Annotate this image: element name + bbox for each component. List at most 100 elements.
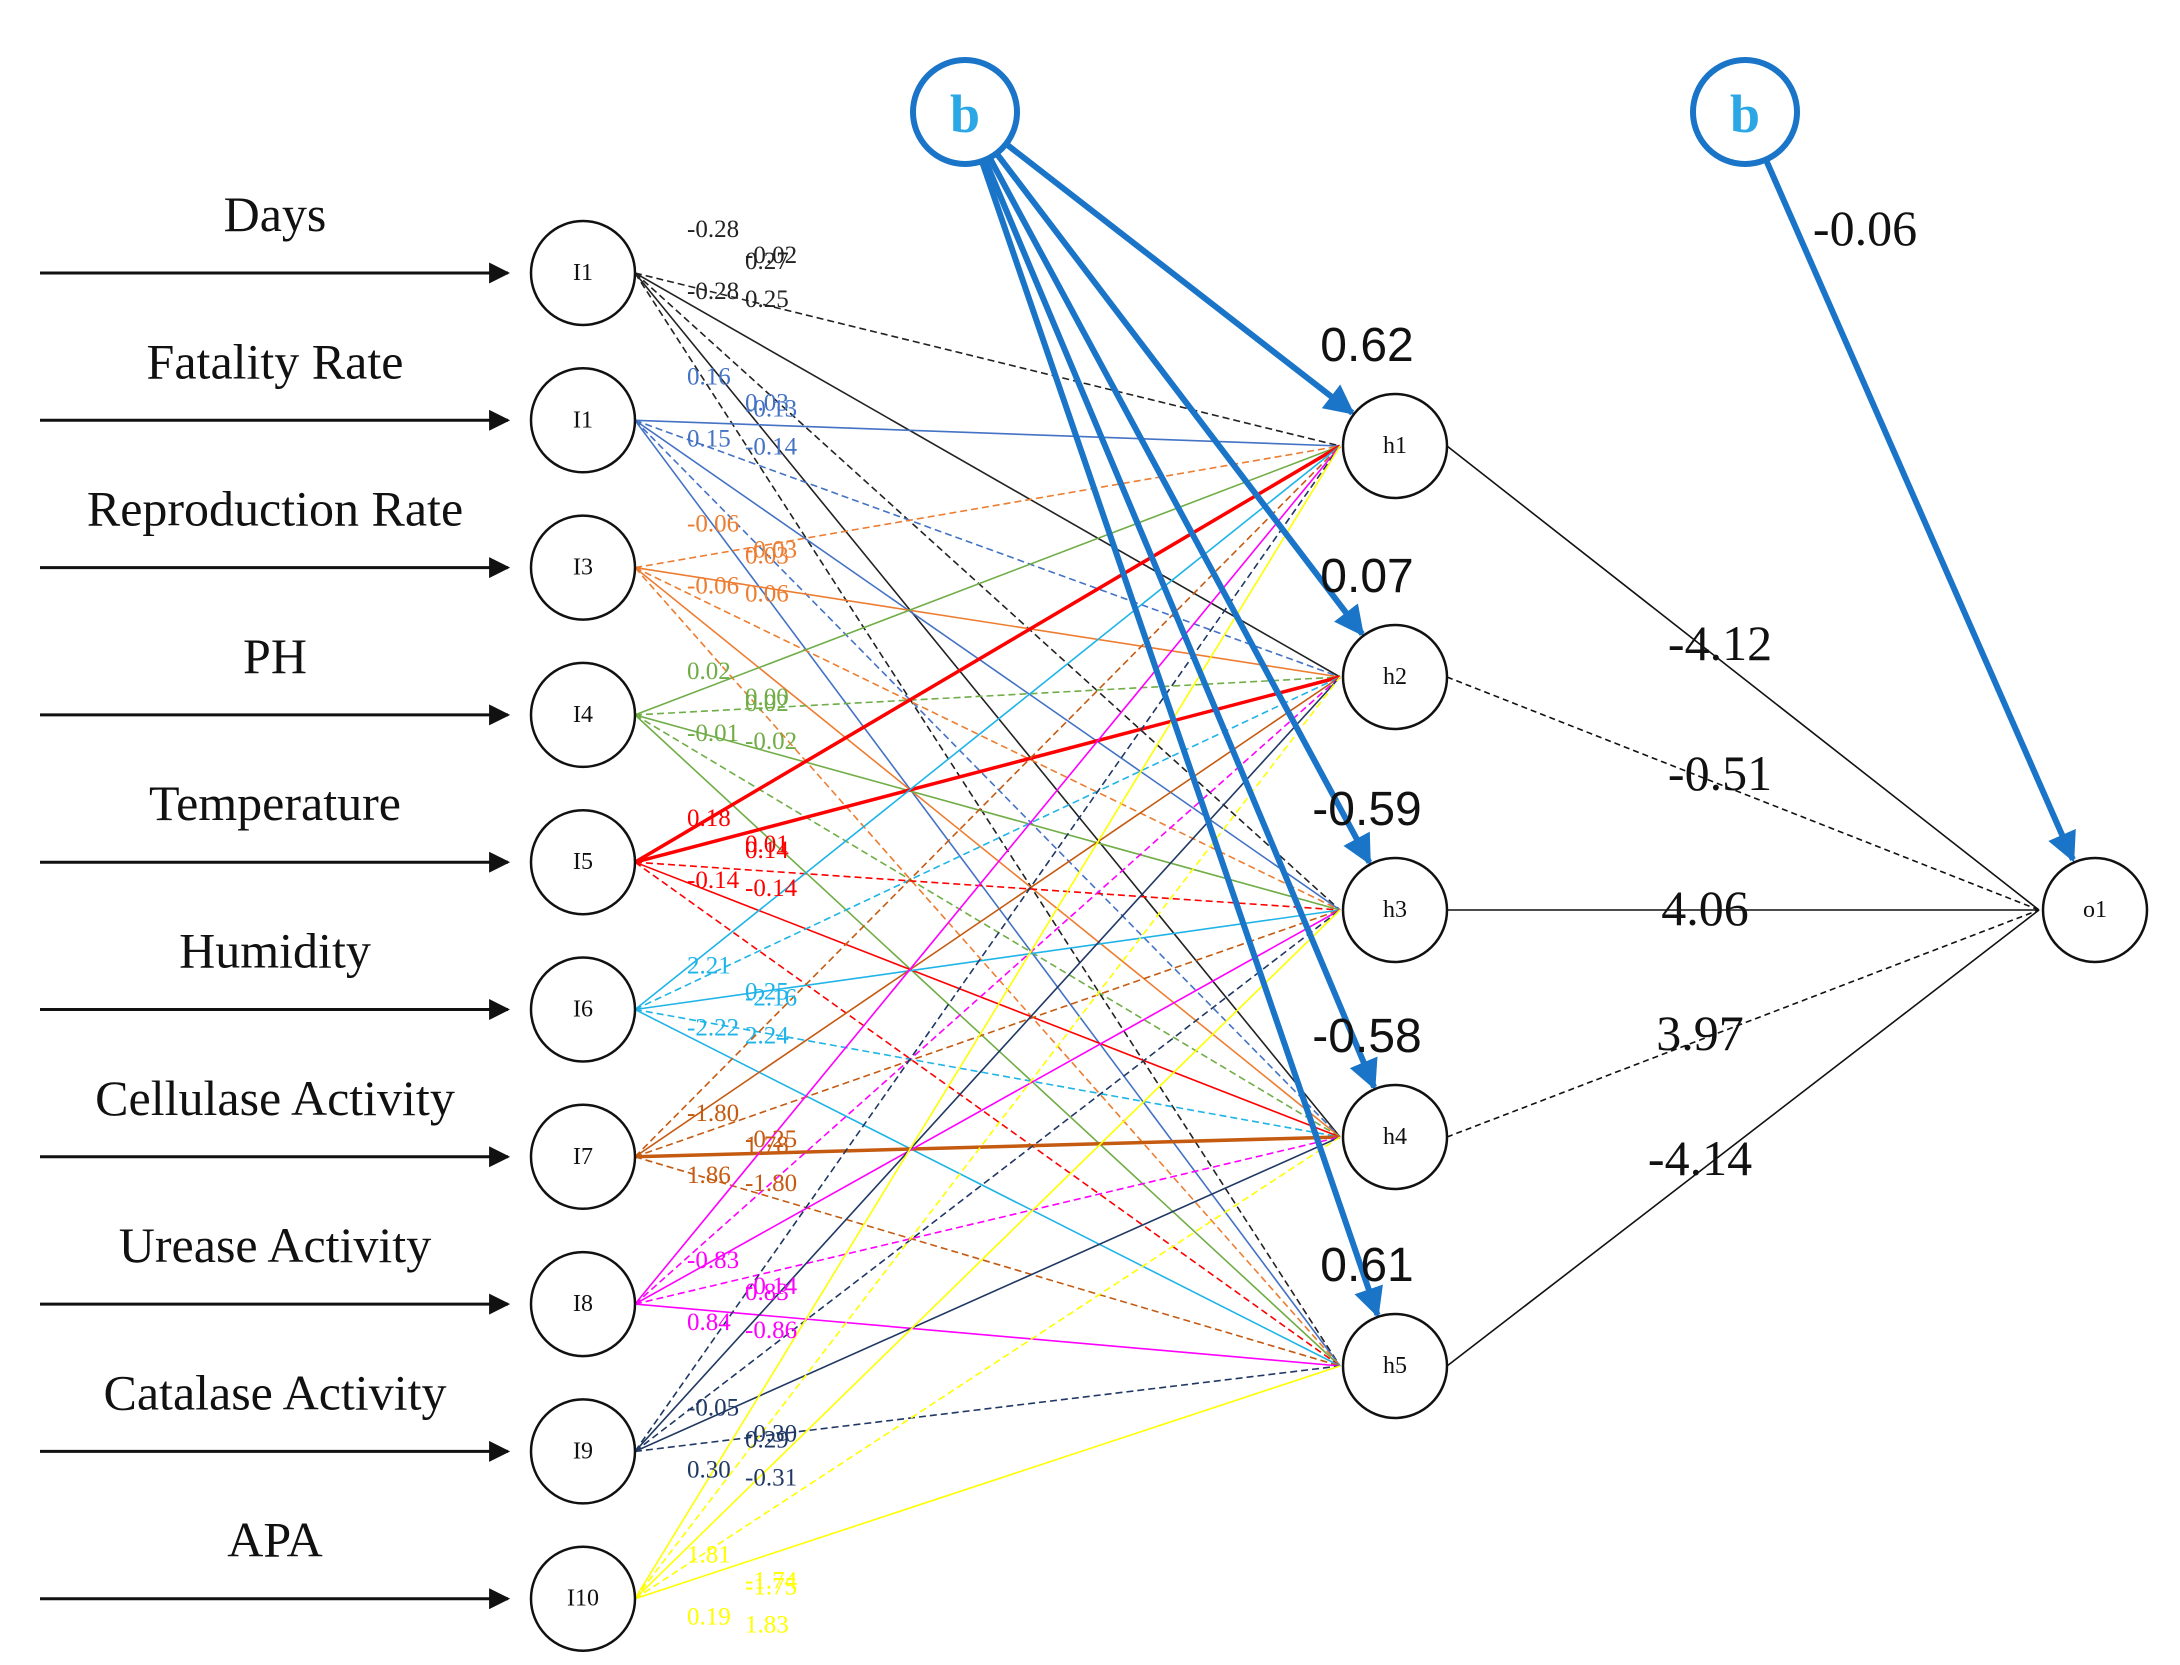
weight-label: -0.14: [687, 867, 740, 894]
edge-input-5-hidden-2: [634, 675, 1341, 864]
edge-input-1-hidden-1: [634, 272, 1341, 447]
weight-label: -0.30: [745, 1420, 797, 1447]
hidden-node-3: [1341, 856, 1449, 964]
edge-input-9-hidden-5: [634, 1365, 1341, 1453]
edge-input-9-hidden-3: [634, 909, 1341, 1453]
output-bias-value: -0.06: [1813, 200, 1917, 256]
edge-input-1-hidden-4: [634, 272, 1341, 1138]
output-weight-label: -4.12: [1668, 615, 1772, 671]
input-arrows: [40, 262, 511, 1610]
edge-input-10-hidden-1: [634, 445, 1341, 1600]
weight-label: -0.31: [745, 1464, 797, 1491]
edge-input-4-hidden-4: [634, 714, 1341, 1138]
edge-input-9-hidden-4: [634, 1136, 1341, 1453]
edge-bias-output: [1763, 158, 2076, 863]
weight-label: 0.27: [745, 248, 789, 275]
edge-input-3-hidden-1: [634, 445, 1341, 569]
edge-input-2-hidden-5: [634, 419, 1341, 1367]
edge-input-1-hidden-5: [634, 272, 1341, 1367]
weight-label: 2.24: [745, 1023, 789, 1050]
edge-input-3-hidden-4: [634, 566, 1341, 1138]
weight-label: -0.28: [687, 278, 739, 305]
hidden-node-5: [1341, 1312, 1449, 1420]
weight-labels: -0.28-0.02-0.280.270.250.160.030.15-0.13…: [687, 216, 798, 1639]
input-node-6: [529, 956, 637, 1063]
weight-label: 0.16: [687, 363, 731, 390]
edge-input-1-hidden-2: [634, 272, 1341, 678]
edge-input-6-hidden-4: [634, 1008, 1341, 1138]
edge-input-8-hidden-5: [634, 1303, 1341, 1367]
weight-label: -1.74: [745, 1568, 798, 1595]
input-label-3: Reproduction Rate: [87, 481, 463, 537]
edge-input-3-hidden-2: [634, 566, 1341, 678]
edge-bias-hidden-1: [1004, 141, 1355, 416]
hidden-bias-value: 0.62: [1320, 319, 1413, 372]
edge-input-9-hidden-2: [634, 676, 1341, 1452]
edge-bias-hidden-3: [987, 156, 1373, 866]
weight-label: -0.06: [687, 573, 739, 600]
bias-node-1: [910, 57, 1020, 167]
weight-label: 0.03: [745, 389, 789, 416]
hidden-node-label: h4: [1383, 1124, 1407, 1150]
weight-label: 0.25: [745, 979, 789, 1006]
input-node-label: I10: [567, 1586, 599, 1612]
weight-label: 0.18: [687, 805, 731, 832]
weight-label: 0.84: [687, 1309, 731, 1336]
hidden-bias-value: 0.61: [1320, 1239, 1413, 1292]
input-node-label: I1: [573, 407, 593, 433]
input-label-1: Days: [224, 186, 327, 242]
weight-label: -0.83: [687, 1247, 739, 1274]
hidden-node-label: h2: [1383, 664, 1407, 690]
edge-input-7-hidden-1: [634, 445, 1341, 1158]
edge-input-6-hidden-5: [634, 1008, 1341, 1367]
weight-label: 1.83: [745, 1612, 789, 1639]
input-node-1: [529, 219, 637, 327]
input-node-label: I1: [573, 260, 593, 286]
edge-hidden-4-output: [1446, 909, 2040, 1138]
edge-input-10-hidden-3: [634, 909, 1341, 1600]
input-label-7: Cellulase Activity: [95, 1070, 455, 1126]
input-node-label: I3: [573, 555, 593, 581]
weight-label: 2.21: [687, 953, 731, 980]
weight-label: 1.86: [687, 1162, 731, 1189]
weight-label: 0.14: [745, 837, 789, 864]
hidden-node-label: h3: [1383, 897, 1407, 923]
weight-label: 0.25: [745, 286, 789, 313]
input-node-10: [529, 1545, 637, 1652]
weight-label: -1.80: [745, 1170, 797, 1197]
weight-label: 0.01: [745, 831, 789, 858]
weight-label: -0.14: [745, 1273, 798, 1300]
hidden-node-label: h1: [1383, 433, 1407, 459]
input-node-label: I7: [573, 1144, 593, 1170]
edge-input-6-hidden-3: [634, 909, 1341, 1011]
weight-label: 0.30: [687, 1456, 731, 1483]
edge-input-8-hidden-4: [634, 1136, 1341, 1305]
weight-label: 0.06: [745, 581, 789, 608]
weight-label: -0.14: [745, 433, 798, 460]
edge-input-1-hidden-3: [634, 272, 1341, 911]
input-label-9: Catalase Activity: [104, 1364, 447, 1420]
input-node-label: I5: [573, 849, 593, 875]
edge-input-10-hidden-2: [634, 676, 1341, 1600]
input-node-label: I8: [573, 1291, 593, 1317]
edge-input-8-hidden-1: [634, 445, 1341, 1305]
output-node-label: o1: [2083, 897, 2107, 923]
weight-label: -0.25: [745, 1126, 797, 1153]
edge-input-9-hidden-1: [634, 445, 1341, 1452]
hidden-node-2: [1341, 623, 1449, 731]
edge-input-8-hidden-3: [634, 909, 1341, 1305]
weight-label: -0.28: [687, 216, 739, 243]
output-node: [2041, 856, 2149, 964]
weight-label: 0.29: [745, 1426, 789, 1453]
edge-input-5-hidden-1: [634, 444, 1341, 864]
edge-input-7-hidden-5: [634, 1156, 1341, 1367]
edge-input-6-hidden-1: [634, 445, 1341, 1011]
weight-label: -0.05: [687, 1394, 739, 1421]
bias-node-label: b: [1730, 84, 1760, 144]
hidden-bias-value: -0.58: [1312, 1010, 1421, 1063]
edge-input-7-hidden-3: [634, 909, 1341, 1158]
edge-bias-hidden-4: [982, 158, 1378, 1090]
edge-input-7-hidden-2: [634, 676, 1341, 1158]
